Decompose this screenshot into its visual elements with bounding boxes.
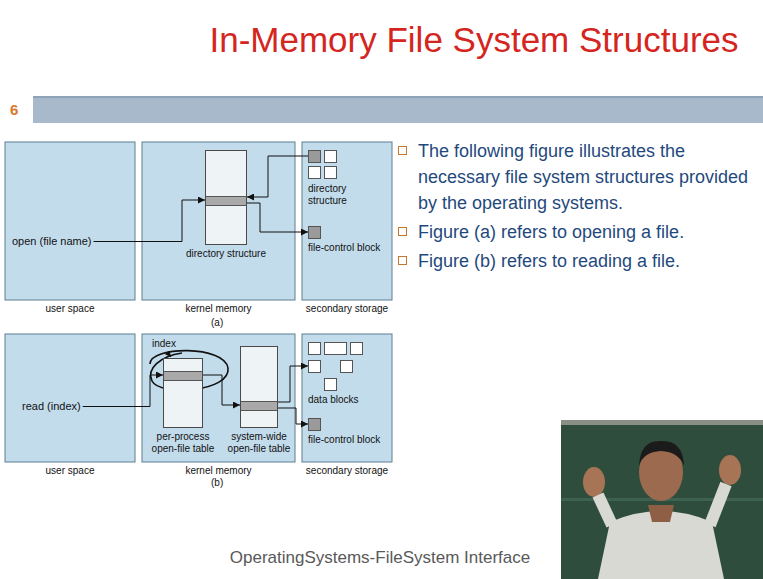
table-column [163, 358, 203, 428]
panel-label: secondary storage [302, 465, 392, 477]
chalkboard [561, 420, 763, 579]
memory-panel: secondary storagedata blocksfile-control… [302, 334, 392, 462]
lecturer-hand [583, 467, 605, 497]
panel-label: secondary storage [302, 303, 392, 315]
disk-block [309, 343, 321, 355]
table-entry [164, 371, 202, 381]
pointer-arrow [83, 375, 163, 407]
panel-fill [5, 334, 135, 462]
block-label: file-control block [308, 434, 388, 446]
highlighted-block [309, 151, 321, 163]
table-label: per-process open-file table [143, 431, 223, 454]
disk-block [325, 343, 347, 355]
panel-label: user space [5, 465, 135, 477]
header-bar-edge [33, 96, 763, 98]
open-file-table: per-process open-file table [143, 358, 223, 454]
bullet-point: Figure (a) refers to opening a file. [418, 219, 753, 245]
table-column [205, 150, 247, 245]
lecturer-photo [561, 420, 763, 579]
memory-panel: user spaceopen (file name) [5, 142, 135, 300]
panel-label: kernel memory [142, 303, 295, 315]
highlighted-block [309, 419, 321, 431]
pointer-arrow [247, 156, 308, 197]
lecturer-hand [719, 455, 741, 485]
storage-blocks: data blocks [308, 342, 388, 406]
bullet-point: The following figure illustrates the nec… [418, 138, 753, 216]
panel-fill [142, 142, 295, 300]
highlighted-block [309, 227, 321, 239]
slide-number: 6 [10, 101, 18, 119]
storage-blocks: directory structure [308, 150, 388, 206]
figure-tag: (b) [211, 477, 223, 489]
slide-title: In-Memory File System Structures [185, 18, 763, 62]
table-entry [206, 196, 246, 206]
table-column [240, 346, 278, 428]
memory-panel: kernel memorydirectory structure [142, 142, 295, 300]
disk-block [309, 361, 321, 373]
disk-block [325, 151, 337, 163]
figure-tag: (a) [211, 317, 223, 329]
panel-label: kernel memory [142, 465, 295, 477]
call-label: open (file name) [12, 235, 92, 248]
block-label: file-control block [308, 242, 388, 254]
index-leader [167, 352, 171, 357]
block-label: data blocks [308, 394, 388, 406]
pointer-arrow [247, 203, 308, 232]
header-bar [33, 96, 763, 123]
open-file-table: system-wide open-file table [223, 346, 295, 454]
panel-fill [302, 142, 392, 300]
lecturer-hair [639, 441, 684, 466]
memory-panel: user spaceread (index) [5, 334, 135, 462]
disk-block [325, 379, 337, 391]
disk-block [351, 343, 363, 355]
block-icons [308, 418, 364, 431]
disk-block [309, 167, 321, 179]
index-label: index [152, 338, 176, 350]
call-node: open (file name) [12, 231, 92, 249]
pointer-arrow [278, 366, 308, 402]
disk-block [325, 167, 337, 179]
pointer-arrow [203, 375, 240, 405]
board-frame [561, 420, 763, 425]
pointer-arrow [278, 408, 308, 424]
panel-fill [142, 334, 295, 462]
block-icons [308, 226, 364, 239]
call-node: read (index) [22, 396, 81, 414]
table-label: system-wide open-file table [223, 431, 295, 454]
panel-fill [5, 142, 135, 300]
memory-panel: secondary storagedirectory structurefile… [302, 142, 392, 300]
block-icons [308, 342, 364, 391]
table-label: directory structure [176, 248, 276, 260]
block-label: directory structure [308, 183, 388, 206]
lecturer-neck [648, 505, 674, 522]
panel-label: user space [5, 303, 135, 315]
block-icons [308, 150, 364, 180]
disk-block [341, 361, 353, 373]
lecturer-arm [710, 484, 726, 525]
panel-fills [5, 142, 392, 462]
panel-fill [302, 334, 392, 462]
table-entry [241, 401, 277, 411]
call-label: read (index) [22, 400, 81, 413]
slide-footer: OperatingSystems-FileSystem Interface [130, 547, 630, 569]
storage-blocks: file-control block [308, 226, 388, 254]
memory-panel: kernel memoryper-process open-file table… [142, 334, 295, 462]
bullet-list: The following figure illustrates the nec… [418, 138, 753, 277]
storage-blocks: file-control block [308, 418, 388, 446]
lecturer-arm [598, 495, 612, 525]
bullet-point: Figure (b) refers to reading a file. [418, 248, 753, 274]
pointer-arrow [94, 200, 206, 242]
open-file-table: directory structure [176, 150, 276, 260]
